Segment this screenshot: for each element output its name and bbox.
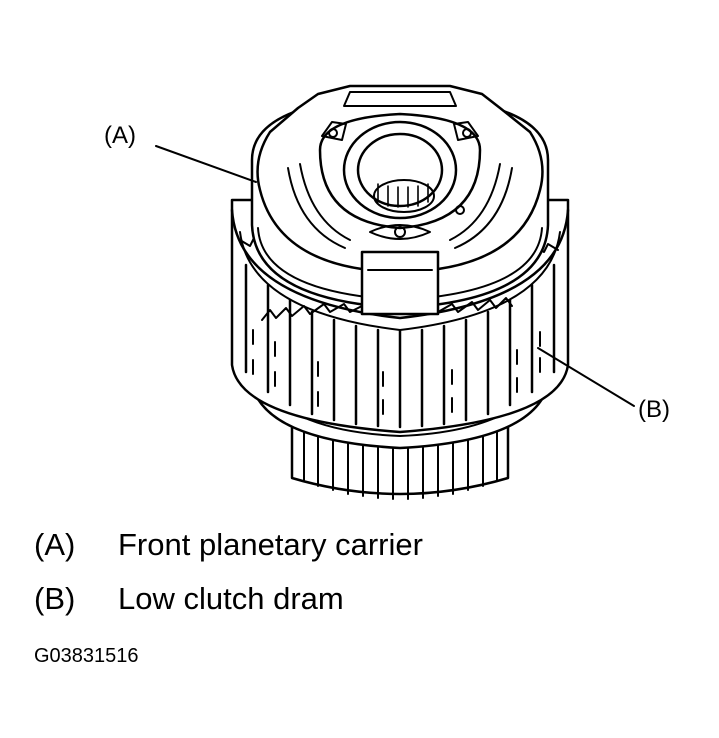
front-planetary-carrier [250,84,550,316]
legend-item-a: (A) Front planetary carrier [34,528,423,562]
legend-text-b: Low clutch dram [118,581,344,616]
leader-line-a [155,145,257,183]
figure-id: G03831516 [34,645,139,667]
callout-b: (B) [638,396,670,423]
legend-key-b: (B) [34,581,76,616]
leader-line-b [537,347,635,407]
legend-item-b: (B) Low clutch dram [34,582,344,616]
legend-key-a: (A) [34,527,76,562]
callout-a: (A) [104,122,136,149]
legend-text-a: Front planetary carrier [118,527,423,562]
clutch-assembly-illustration [155,84,635,500]
